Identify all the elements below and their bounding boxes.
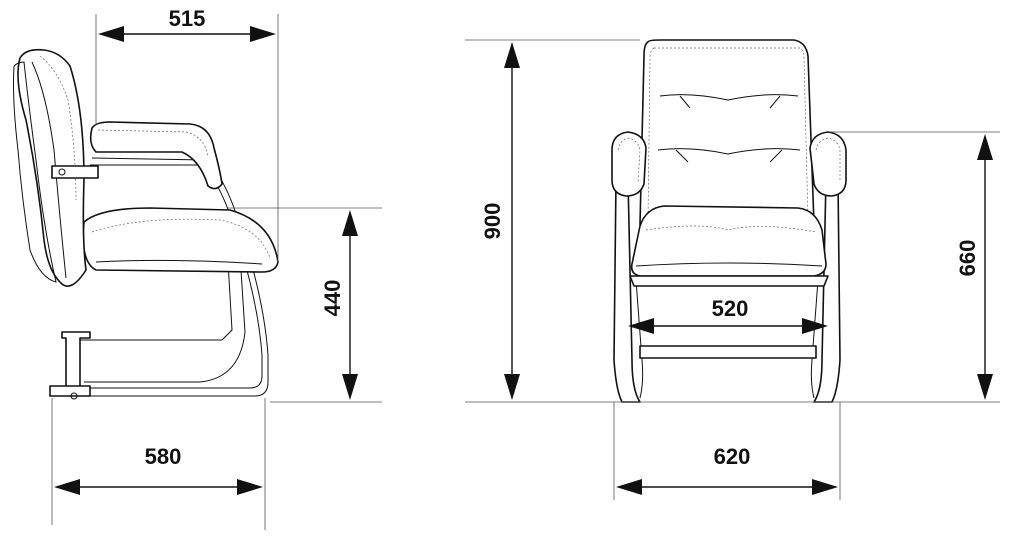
front-seat-cushion <box>630 205 827 277</box>
front-crossbar <box>639 345 817 359</box>
dim-side-depth-top: 515 <box>98 6 276 42</box>
front-back-tuft-1 <box>659 94 799 101</box>
side-base-bar <box>49 385 91 397</box>
front-left-leg <box>613 179 641 403</box>
dim-label-515: 515 <box>169 6 206 31</box>
side-sled-frame-inner <box>50 157 269 397</box>
front-right-armrest <box>809 131 847 197</box>
side-rear-post <box>61 331 91 393</box>
dim-label-620: 620 <box>714 444 751 469</box>
dim-side-seat-height: 440 <box>320 210 358 400</box>
dim-front-width-total: 620 <box>616 444 838 495</box>
front-left-armrest <box>611 131 647 197</box>
dim-label-900: 900 <box>480 203 505 240</box>
front-backrest <box>639 39 815 233</box>
side-armrest-pad <box>89 121 223 190</box>
dim-front-armrest-height: 660 <box>955 134 993 400</box>
extension-lines <box>51 14 1000 530</box>
side-front-leg-inner <box>80 261 233 341</box>
dim-front-seat-width: 520 <box>628 296 828 334</box>
dim-side-depth-bottom: 580 <box>54 444 263 495</box>
dim-label-440: 440 <box>320 280 345 317</box>
side-glide <box>70 392 78 400</box>
dim-label-580: 580 <box>145 444 182 469</box>
front-right-leg <box>813 179 841 403</box>
front-seat-base <box>629 275 829 287</box>
side-front-leg <box>84 254 246 383</box>
dim-label-660: 660 <box>955 240 980 277</box>
front-view-chair <box>611 39 847 403</box>
front-back-tuft-2 <box>657 148 801 155</box>
side-view-chair <box>13 48 279 400</box>
dim-front-height-total: 900 <box>480 42 520 400</box>
side-seat-stitch <box>91 218 271 259</box>
dim-label-520: 520 <box>712 296 749 321</box>
side-seat-cushion <box>82 207 279 273</box>
